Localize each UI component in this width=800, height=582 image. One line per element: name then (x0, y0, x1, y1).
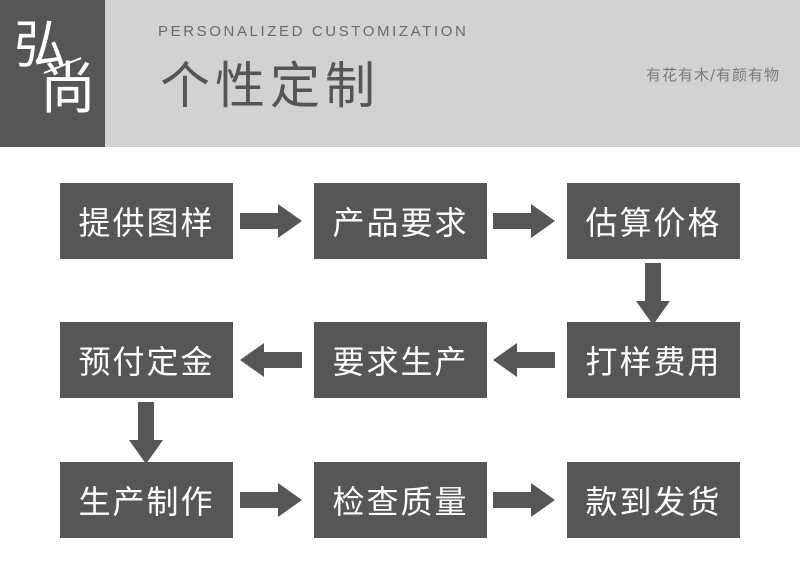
arrow-down-icon (634, 263, 672, 325)
header-eyebrow-text: PERSONALIZED CUSTOMIZATION (158, 23, 469, 40)
page-title: 个性定制 (160, 57, 380, 115)
flow-node: 提供图样 (60, 183, 233, 259)
header-band (105, 0, 800, 147)
flow-node: 预付定金 (60, 322, 233, 398)
arrow-down-icon (127, 402, 165, 464)
flow-node: 产品要求 (314, 183, 487, 259)
header-tagline: 有花有木/有颜有物 (645, 66, 780, 84)
process-flowchart: 提供图样 产品要求 估算价格 预付定金 要求生产 打样费用 生产制作 检查质量 … (0, 147, 800, 582)
flow-node: 估算价格 (567, 183, 740, 259)
arrow-right-icon (493, 481, 555, 519)
flow-node: 要求生产 (314, 322, 487, 398)
logo-char-shang: 尚 (40, 57, 96, 122)
arrow-right-icon (240, 481, 302, 519)
flow-node: 打样费用 (567, 322, 740, 398)
brand-logo: 弘 尚 (0, 0, 105, 147)
arrow-left-icon (493, 341, 555, 379)
arrow-right-icon (493, 202, 555, 240)
arrow-right-icon (240, 202, 302, 240)
flow-node: 款到发货 (567, 462, 740, 538)
flow-node: 检查质量 (314, 462, 487, 538)
page-header: 弘 尚 PERSONALIZED CUSTOMIZATION 个性定制 有花有木… (0, 0, 800, 147)
flow-node: 生产制作 (60, 462, 233, 538)
arrow-left-icon (240, 341, 302, 379)
logo-char-hong: 弘 (14, 16, 67, 76)
